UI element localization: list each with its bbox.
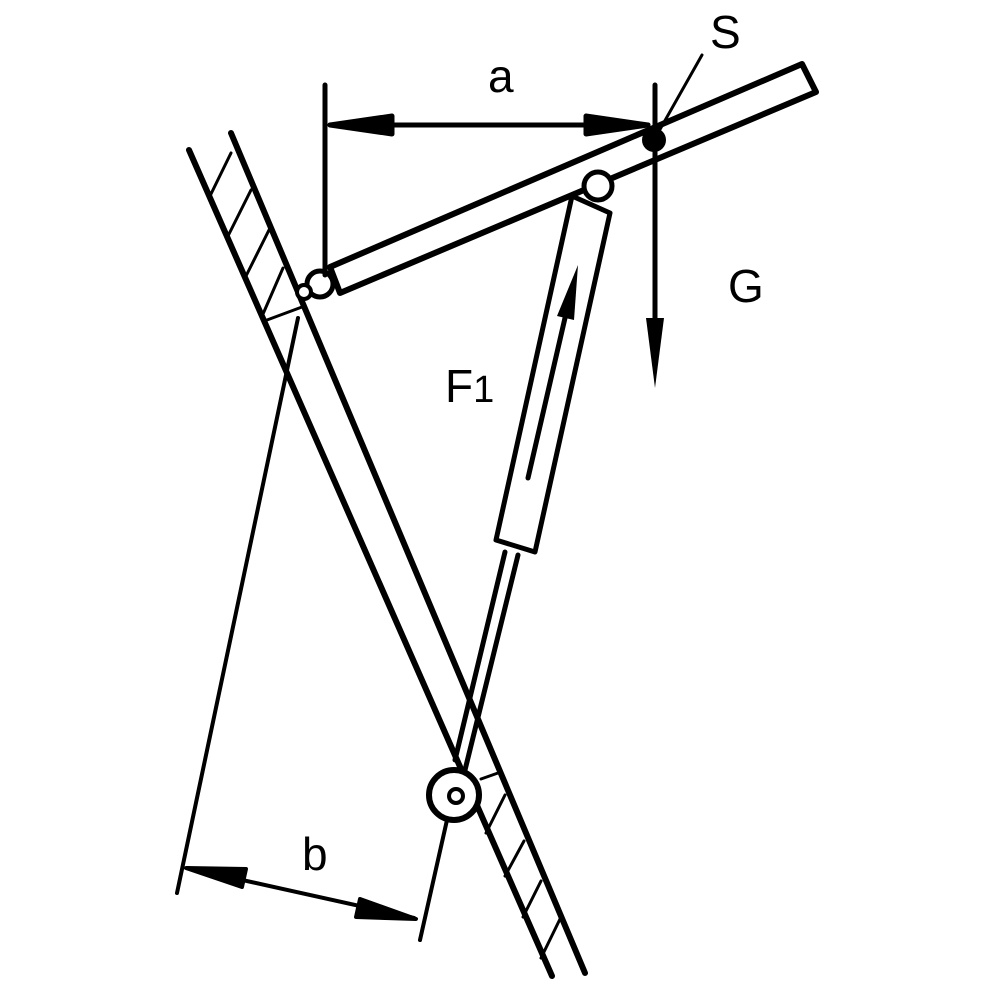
label-f1-main: F — [445, 360, 473, 412]
dimension-b — [175, 316, 449, 942]
label-g: G — [728, 260, 764, 312]
label-b: b — [302, 828, 328, 880]
spring-eye-hole — [447, 787, 465, 805]
label-a: a — [488, 50, 514, 102]
wall-hatching-top — [208, 151, 304, 322]
dimension-a — [322, 82, 651, 278]
label-s: S — [710, 6, 741, 58]
weight-force-arrow — [642, 53, 704, 388]
label-f1-sub: 1 — [473, 369, 494, 411]
spring-force-arrow — [525, 302, 571, 481]
lid-bar — [295, 61, 819, 301]
gas-spring — [426, 169, 615, 823]
wall — [186, 130, 588, 979]
wall-hatching-bottom — [479, 771, 563, 960]
spring-top-ball — [581, 169, 615, 203]
label-f1: F1 — [445, 360, 494, 412]
